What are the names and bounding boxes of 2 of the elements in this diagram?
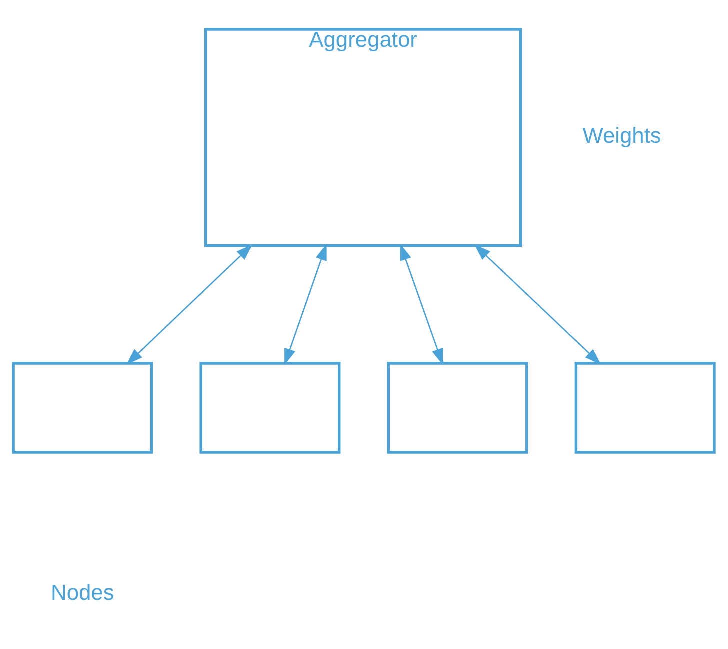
label: Weights	[582, 122, 662, 148]
label: Nodes	[51, 580, 114, 606]
